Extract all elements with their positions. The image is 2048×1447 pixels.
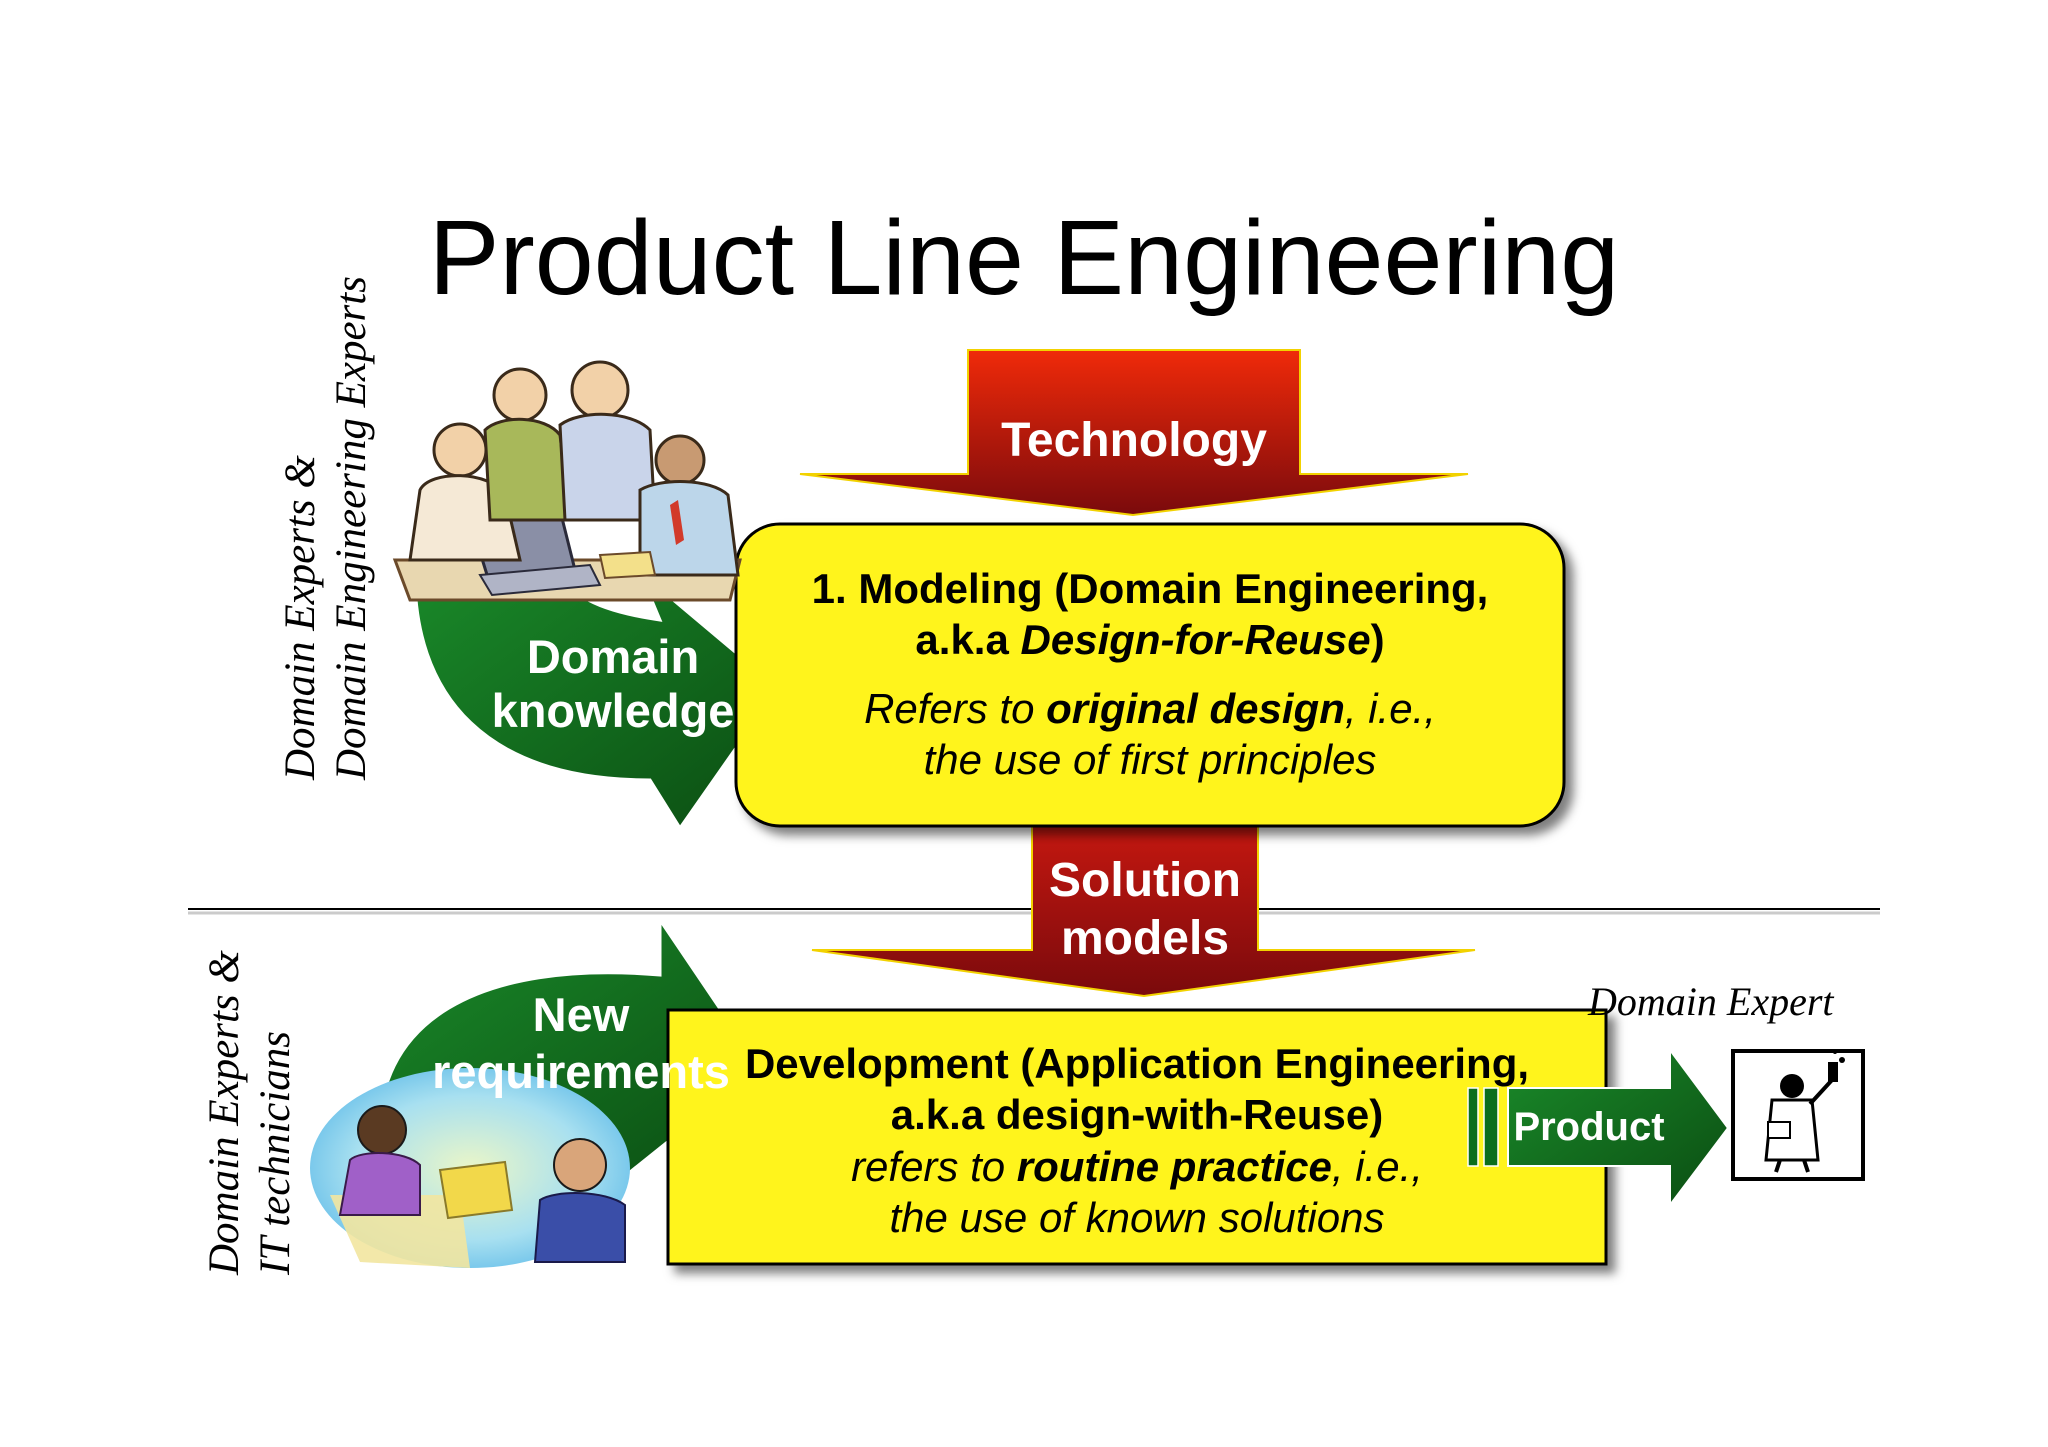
- modeling-heading-suffix: ): [1370, 616, 1385, 664]
- modeling-desc-prefix: Refers to: [864, 685, 1047, 732]
- new-requirements-label: New requirements: [420, 986, 742, 1101]
- modeling-heading-line2: a.k.a Design-for-Reuse): [736, 614, 1564, 665]
- solution-models-line1: Solution: [1049, 854, 1241, 907]
- team-meeting-clipart-icon: [392, 360, 742, 602]
- domain-knowledge-line1: Domain: [526, 630, 700, 683]
- development-heading-line2: a.k.a design-with-Reuse): [890, 1091, 1384, 1139]
- development-heading: Development (Application Engineering, a.…: [668, 1038, 1606, 1140]
- modeling-desc-suffix: , i.e.,: [1344, 685, 1436, 732]
- domain-knowledge-line2: knowledge: [491, 684, 735, 738]
- development-desc-emph: routine practice: [1016, 1143, 1332, 1190]
- product-arrow: [1467, 1046, 1730, 1208]
- new-requirements-line1: New: [532, 988, 630, 1041]
- side-label-bottom-line1: Domain Experts &: [201, 950, 248, 1275]
- development-box: [666, 1008, 1608, 1266]
- development-description: refers to routine practice, i.e., the us…: [668, 1141, 1606, 1243]
- domain-expert-label: Domain Expert: [1588, 979, 1834, 1024]
- handshake-clipart-icon: [310, 1068, 630, 1268]
- modeling-heading: 1. Modeling (Domain Engineering, a.k.a D…: [736, 563, 1564, 665]
- side-label-top-line1: Domain Experts &: [277, 455, 324, 780]
- product-label: Product: [1513, 1105, 1665, 1149]
- modeling-box: [734, 522, 1566, 828]
- new-requirements-line2: requirements: [432, 1045, 730, 1099]
- modeling-desc-line2: the use of first principles: [923, 736, 1377, 784]
- solution-models-arrow: [811, 819, 1476, 998]
- side-label-top: Domain Experts & Domain Engineering Expe…: [276, 276, 377, 780]
- modeling-description: Refers to original design, i.e., the use…: [736, 683, 1564, 785]
- modeling-desc-line1: Refers to original design, i.e.,: [736, 683, 1564, 734]
- solution-models-label: Solution models: [1032, 852, 1258, 967]
- side-label-bottom: Domain Experts & IT technicians: [200, 925, 301, 1275]
- scientist-icon: [1731, 1049, 1865, 1181]
- development-desc-suffix: , i.e.,: [1331, 1143, 1423, 1190]
- side-label-bottom-line2: IT technicians: [251, 1030, 299, 1275]
- technology-arrow: [799, 349, 1469, 517]
- domain-knowledge-label: Domain knowledge: [468, 630, 758, 738]
- technology-label: Technology: [1001, 414, 1267, 467]
- development-desc-line1: refers to routine practice, i.e.,: [668, 1141, 1606, 1192]
- development-desc-prefix: refers to: [851, 1143, 1017, 1190]
- development-desc-line2: the use of known solutions: [889, 1194, 1385, 1242]
- modeling-heading-prefix: a.k.a: [915, 616, 1021, 664]
- modeling-heading-line1: 1. Modeling (Domain Engineering,: [811, 565, 1489, 612]
- page-title: Product Line Engineering: [428, 199, 1620, 317]
- modeling-desc-emph: original design: [1046, 685, 1345, 732]
- development-heading-line1: Development (Application Engineering,: [744, 1040, 1530, 1087]
- side-label-top-line2: Domain Engineering Experts: [327, 276, 375, 780]
- solution-models-line2: models: [1060, 911, 1230, 965]
- modeling-heading-emph: Design-for-Reuse: [1020, 616, 1371, 664]
